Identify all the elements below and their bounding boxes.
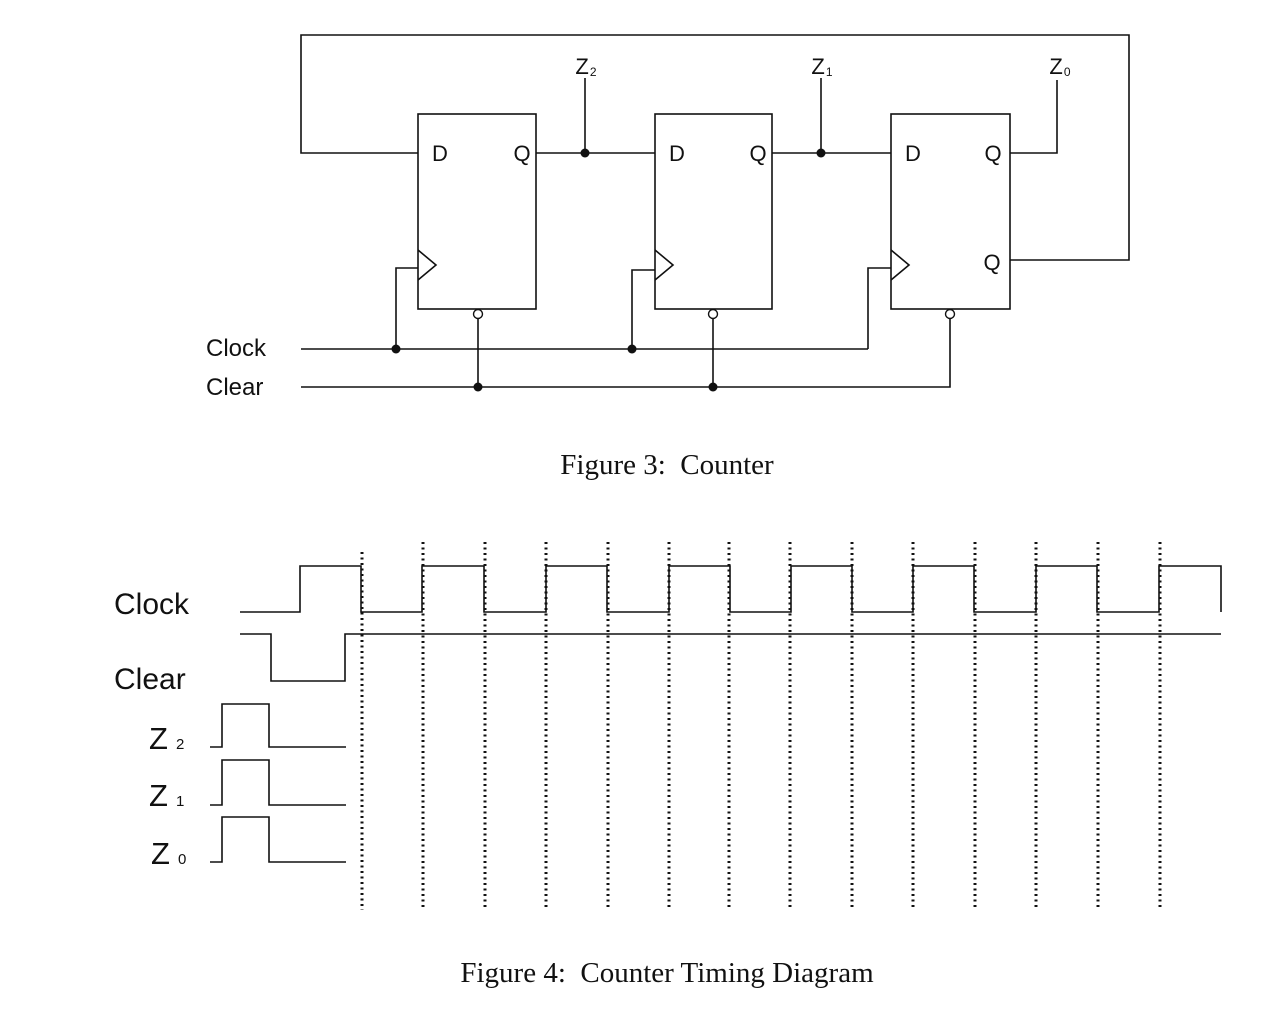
clear-bus	[301, 319, 951, 388]
clear-bubble-3	[944, 308, 956, 320]
clock-triangle-1	[417, 249, 438, 281]
timing-clock-label: Clock	[114, 588, 190, 621]
output-label-z1: Z1	[811, 54, 832, 79]
timing-clear-label: Clear	[114, 663, 186, 696]
clock-input-label: Clock	[206, 335, 267, 362]
clock-to-ff2	[631, 269, 655, 349]
ff3-q-label: Q	[984, 141, 1001, 166]
feedback-wire	[300, 34, 1130, 261]
clear-bubble-2	[707, 308, 719, 320]
clock-edge-markers	[360, 542, 1162, 910]
counter-circuit: D Q D Q D Q Q Z2 Z1 Z0	[206, 34, 1130, 481]
clock-junction-1	[391, 344, 401, 354]
output-label-z2: Z2	[575, 54, 596, 79]
ff3-d-label: D	[905, 141, 921, 166]
clear-junction-2	[708, 382, 718, 392]
clock-triangle-2	[654, 249, 675, 281]
clock-to-ff3	[867, 267, 891, 349]
clear-input-label: Clear	[206, 374, 263, 401]
ff1-q-label: Q	[513, 141, 530, 166]
clear-junction-1	[473, 382, 483, 392]
clock-to-ff1	[395, 267, 418, 349]
clear-waveform	[240, 633, 1221, 682]
ff2-d-label: D	[669, 141, 685, 166]
clock-waveform	[240, 565, 1222, 613]
z0-waveform	[210, 816, 346, 863]
z1-waveform	[210, 759, 346, 806]
wire-q3-z0	[1010, 80, 1058, 154]
clock-junction-2	[627, 344, 637, 354]
figure3-caption: Figure 3: Counter	[560, 449, 774, 481]
clock-triangle-3	[890, 249, 911, 281]
clear-bubble-1	[472, 308, 484, 320]
ff3-qbar-label: Q	[983, 250, 1000, 275]
ff1-d-label: D	[432, 141, 448, 166]
output-label-z0: Z0	[1049, 54, 1070, 79]
figure4-caption: Figure 4: Counter Timing Diagram	[460, 957, 874, 989]
flipflop-2	[654, 113, 773, 310]
junction-z2	[580, 148, 590, 158]
z2-waveform	[210, 703, 346, 748]
ff2-q-label: Q	[749, 141, 766, 166]
junction-z1	[816, 148, 826, 158]
